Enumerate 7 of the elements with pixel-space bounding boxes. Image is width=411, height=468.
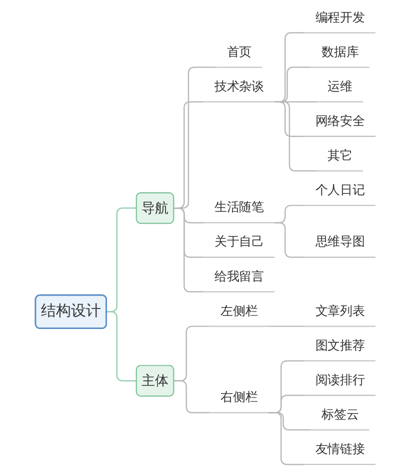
connector — [268, 412, 305, 466]
connector — [274, 101, 318, 172]
connector — [268, 326, 305, 327]
connector — [174, 380, 210, 414]
connector — [274, 222, 305, 258]
connector — [174, 207, 204, 292]
connector — [106, 311, 136, 382]
